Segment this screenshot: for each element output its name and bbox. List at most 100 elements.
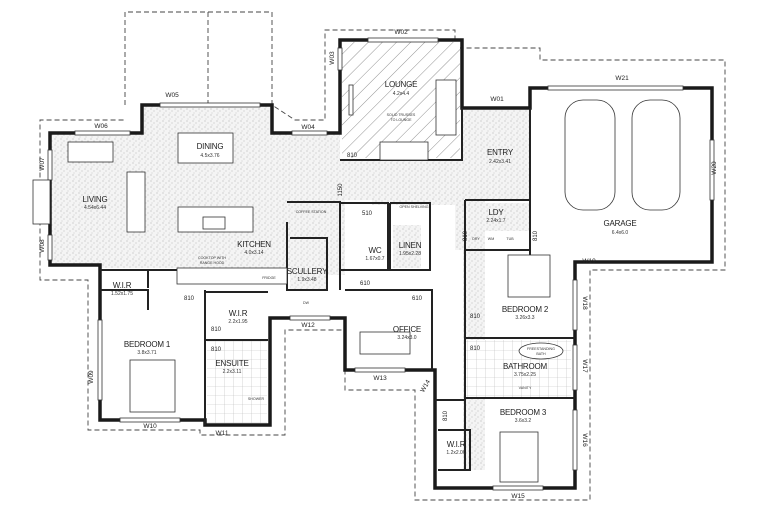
office-desk [359, 331, 411, 355]
svg-text:610: 610 [360, 281, 371, 287]
svg-text:2.2x3.11: 2.2x3.11 [223, 369, 242, 375]
kitchen-sink [202, 216, 226, 230]
svg-text:1150: 1150 [338, 183, 344, 197]
svg-text:2.2x1.95: 2.2x1.95 [228, 319, 247, 325]
svg-text:BATH: BATH [536, 352, 546, 356]
svg-text:810: 810 [470, 346, 481, 352]
svg-text:W16: W16 [581, 433, 588, 447]
svg-text:W19: W19 [582, 258, 596, 265]
room-label-entry: ENTRY [487, 148, 514, 157]
bed-1 [129, 359, 176, 413]
car-1 [564, 99, 616, 211]
svg-text:W06: W06 [94, 123, 108, 130]
furniture [67, 79, 681, 483]
svg-text:4.0x3.14: 4.0x3.14 [244, 250, 263, 256]
room-label-bathroom: BATHROOM [503, 362, 548, 371]
svg-text:W18: W18 [581, 296, 588, 310]
svg-text:DW: DW [303, 301, 310, 305]
svg-text:2.24x1.7: 2.24x1.7 [486, 218, 505, 224]
svg-text:610: 610 [412, 296, 423, 302]
room-label-wir-3: W.I.R [447, 440, 466, 449]
bath-tub [518, 342, 564, 360]
room-label-wir-1: W.I.R [113, 281, 132, 290]
room-label-wir-2: W.I.R [229, 309, 248, 318]
svg-text:OPEN SHELVING: OPEN SHELVING [399, 205, 428, 209]
svg-text:810: 810 [347, 153, 358, 159]
svg-text:810: 810 [533, 230, 539, 241]
interior-walls [100, 108, 575, 471]
room-label-bedroom-3: BEDROOM 3 [500, 408, 547, 417]
svg-text:W15: W15 [511, 493, 525, 500]
sofa-living-2 [126, 171, 146, 233]
svg-text:COFFEE STATION: COFFEE STATION [296, 210, 327, 214]
linen-floor [393, 225, 421, 268]
svg-text:SOLID TRUSSES: SOLID TRUSSES [387, 113, 416, 117]
fixture-notes: COFFEE STATION OPEN SHELVING FRIDGE COOK… [198, 183, 555, 401]
room-label-bedroom-1: BEDROOM 1 [124, 340, 171, 349]
bay-window [32, 179, 51, 225]
room-label-laundry: LDY [489, 208, 505, 217]
scullery-floor [290, 238, 326, 290]
svg-text:2.42x3.41: 2.42x3.41 [489, 159, 511, 165]
svg-text:TO LOUNGE: TO LOUNGE [390, 118, 412, 122]
svg-text:W11: W11 [216, 430, 229, 437]
svg-text:1.95x2.28: 1.95x2.28 [399, 251, 421, 257]
svg-text:1.9x3.48: 1.9x3.48 [297, 277, 316, 283]
svg-text:W20: W20 [711, 161, 718, 175]
door-labels: 810 810 810 810 810 810 810 810 810 610 … [184, 153, 539, 421]
svg-text:DRY: DRY [472, 237, 480, 241]
svg-text:FRIDGE: FRIDGE [262, 276, 276, 280]
windows [32, 37, 715, 491]
svg-text:510: 510 [362, 211, 373, 217]
svg-text:3.6x3.2: 3.6x3.2 [515, 418, 532, 424]
lounge-sofa-2 [379, 141, 429, 161]
svg-text:3.8x3.71: 3.8x3.71 [137, 350, 156, 356]
room-label-ensuite: ENSUITE [215, 359, 248, 368]
svg-text:810: 810 [443, 410, 449, 421]
room-label-bedroom-2: BEDROOM 2 [502, 305, 549, 314]
svg-text:W14: W14 [419, 378, 432, 393]
room-label-garage: GARAGE [603, 219, 636, 228]
svg-text:4.2x4.4: 4.2x4.4 [393, 91, 410, 97]
room-label-office: OFFICE [393, 325, 421, 334]
svg-text:6.4x6.0: 6.4x6.0 [612, 230, 629, 236]
lounge-tv [348, 84, 354, 116]
bed-2 [507, 254, 551, 298]
svg-text:COOKTOP WITH: COOKTOP WITH [198, 256, 226, 260]
svg-text:1.67x0.7: 1.67x0.7 [365, 256, 384, 262]
svg-text:WM: WM [488, 237, 494, 241]
svg-text:810: 810 [463, 230, 469, 241]
svg-text:810: 810 [184, 296, 195, 302]
svg-text:W01: W01 [490, 96, 504, 103]
svg-text:4.5x3.76: 4.5x3.76 [200, 153, 219, 159]
entry-hall-floor [372, 108, 530, 470]
svg-text:W10: W10 [143, 423, 157, 430]
svg-text:3.26x3.3: 3.26x3.3 [515, 315, 534, 321]
svg-text:TUB: TUB [506, 237, 514, 241]
svg-text:FREESTANDING: FREESTANDING [527, 347, 555, 351]
svg-text:W17: W17 [581, 359, 588, 373]
svg-text:4.54x6.44: 4.54x6.44 [84, 205, 106, 211]
roof-outline [39, 11, 726, 501]
svg-text:W13: W13 [373, 375, 387, 382]
svg-text:W05: W05 [165, 92, 179, 99]
svg-text:W21: W21 [615, 75, 629, 82]
svg-text:810: 810 [211, 347, 222, 353]
room-label-lounge: LOUNGE [385, 80, 418, 89]
svg-text:1.52x1.75: 1.52x1.75 [111, 291, 133, 297]
lounge-sofa-1 [435, 79, 457, 136]
svg-text:W03: W03 [329, 51, 336, 65]
room-label-wc: WC [369, 246, 382, 255]
svg-text:RANGE HOOD: RANGE HOOD [200, 261, 225, 265]
svg-text:W07: W07 [39, 157, 46, 171]
bed-3 [499, 431, 539, 483]
svg-text:W04: W04 [301, 124, 315, 131]
svg-text:W09: W09 [88, 370, 95, 384]
svg-text:VANITY: VANITY [519, 386, 532, 390]
dining-table [177, 132, 234, 164]
room-label-linen: LINEN [399, 241, 422, 250]
svg-text:810: 810 [211, 327, 222, 333]
sofa-living-1 [67, 141, 114, 163]
